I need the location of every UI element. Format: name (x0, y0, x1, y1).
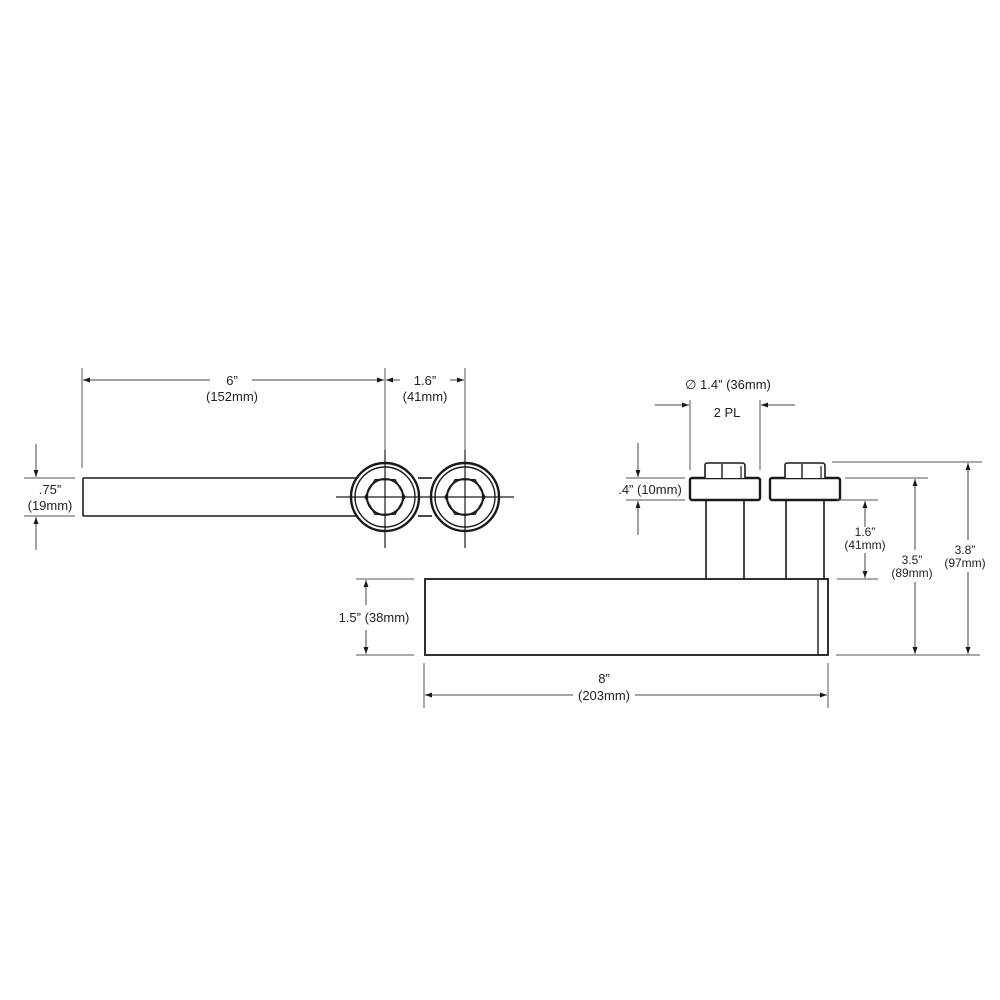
hex-head-icon (704, 462, 746, 478)
dim-1-6in-shaft-label: 1.6” (855, 525, 876, 539)
dimension-washer-thickness: .4” (10mm) (618, 443, 685, 535)
dim-152mm-label: (152mm) (206, 389, 258, 404)
dim-41mm-shaft-label: (41mm) (844, 538, 885, 552)
side-view-base (424, 578, 829, 656)
dimension-shaft-height: 1.6” (41mm) (837, 499, 886, 580)
dim-1-6in-label: 1.6” (414, 373, 436, 388)
dim-1-5in-label: 1.5” (38mm) (339, 610, 410, 625)
hex-head-icon (784, 462, 826, 478)
dim-diameter-label: ∅ 1.4” (36mm) (685, 377, 771, 392)
dim-89mm-label: (89mm) (891, 566, 932, 580)
dimension-base-height: 1.5” (38mm) (339, 578, 414, 656)
top-view-bar (82, 477, 432, 517)
dimension-height-to-washer: 3.5” (89mm) (836, 477, 980, 656)
dimension-stud-diameter: ∅ 1.4” (36mm) 2 PL (655, 377, 795, 470)
dim-3-8in-label: 3.8” (955, 543, 976, 557)
dim-2pl-label: 2 PL (714, 405, 741, 420)
dimension-stud-spacing: 1.6” (41mm) (386, 373, 464, 404)
stud-top-view-1 (349, 450, 421, 548)
dim-8in-label: 8” (598, 671, 610, 686)
dim-97mm-label: (97mm) (944, 556, 985, 570)
side-view: ∅ 1.4” (36mm) 2 PL .4” (10mm) 1.6” (41mm… (339, 377, 986, 708)
top-view: 6” (152mm) 1.6” (41mm) .75” (19mm) (24, 368, 514, 550)
stud-top-view-2 (429, 450, 501, 548)
dim-203mm-label: (203mm) (578, 688, 630, 703)
dimension-base-length: 8” (203mm) (423, 663, 829, 708)
dim-3-5in-label: 3.5” (902, 553, 923, 567)
dim-19mm-label: (19mm) (28, 498, 73, 513)
dimension-overall-length: 6” (152mm) (83, 373, 384, 404)
stud-side-view-2 (768, 462, 842, 579)
stud-side-view-1 (688, 462, 762, 579)
dimension-overall-height: 3.8” (97mm) (832, 461, 986, 654)
dim-6in-label: 6” (226, 373, 238, 388)
dim-41mm-label: (41mm) (403, 389, 448, 404)
dim-04in-label: .4” (10mm) (618, 482, 682, 497)
dimension-bar-width: .75” (19mm) (24, 444, 75, 550)
dim-075in-label: .75” (39, 482, 61, 497)
